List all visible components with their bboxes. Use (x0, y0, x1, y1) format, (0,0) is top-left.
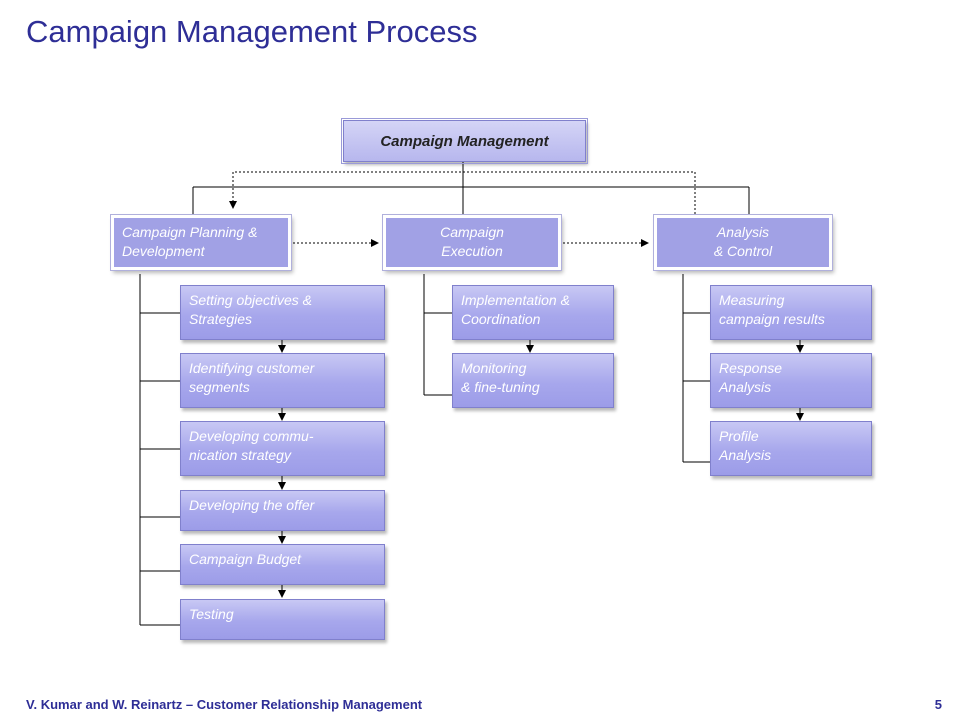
step-response-analysis: Response Analysis (710, 353, 872, 408)
branch-node-analysis: Analysis & Control (653, 214, 833, 271)
root-node-campaign-management: Campaign Management (341, 118, 588, 164)
step-implementation: Implementation & Coordination (452, 285, 614, 340)
step-campaign-budget: Campaign Budget (180, 544, 385, 585)
step-measuring-results: Measuring campaign results (710, 285, 872, 340)
page-number: 5 (934, 697, 942, 712)
branch-node-execution: Campaign Execution (382, 214, 562, 271)
step-monitoring: Monitoring & fine-tuning (452, 353, 614, 408)
footer-citation: V. Kumar and W. Reinartz – Customer Rela… (26, 697, 423, 712)
branch-node-planning: Campaign Planning & Development (110, 214, 292, 271)
step-communication-strategy: Developing commu- nication strategy (180, 421, 385, 476)
step-testing: Testing (180, 599, 385, 640)
step-developing-offer: Developing the offer (180, 490, 385, 531)
feedback-loop-line (229, 171, 696, 214)
page-title: Campaign Management Process (26, 14, 478, 49)
step-setting-objectives: Setting objectives & Strategies (180, 285, 385, 340)
step-profile-analysis: Profile Analysis (710, 421, 872, 476)
step-identifying-segments: Identifying customer segments (180, 353, 385, 408)
